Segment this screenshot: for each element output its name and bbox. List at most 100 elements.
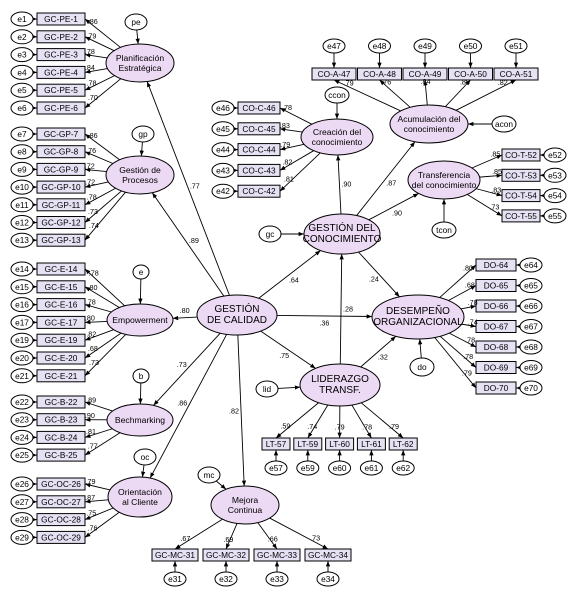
indicator-label: DO-65 <box>484 281 509 291</box>
loading-arrow <box>84 167 107 173</box>
error-label: e27 <box>15 497 29 507</box>
loading-arrow <box>439 335 477 368</box>
loading-value: .77 <box>88 442 98 451</box>
indicator-box <box>151 548 199 562</box>
loading-arrow <box>174 518 223 550</box>
loading-arrow <box>84 68 108 74</box>
indicator-box <box>36 12 86 26</box>
error-label: e12 <box>15 218 29 228</box>
error-label: e14 <box>15 264 29 274</box>
path-lid-dorg <box>360 335 397 368</box>
error-term <box>211 142 235 158</box>
indicator-box <box>36 216 86 229</box>
indicator-label: GC-MC-31 <box>155 550 195 560</box>
error-label: e19 <box>15 335 29 345</box>
path-gc_main-gcon <box>258 250 321 299</box>
indicator-label: CO-T-52 <box>505 150 537 160</box>
error-label: e61 <box>364 463 378 473</box>
latent-gp <box>105 155 175 195</box>
error-term <box>10 512 34 528</box>
loading-value: .78 <box>86 298 96 307</box>
loading-arrow <box>475 188 503 197</box>
indicator-box <box>448 67 493 81</box>
indicator-box <box>253 548 301 562</box>
loading-value: .78 <box>89 269 99 278</box>
loading-arrow <box>439 264 477 298</box>
error-label: e17 <box>15 317 29 327</box>
loading-arrow <box>84 507 114 521</box>
loading-value: .83 <box>280 121 290 130</box>
loading-arrow <box>84 329 114 341</box>
error-term <box>413 38 437 54</box>
indicator-box <box>36 495 86 509</box>
latent-label-pe: Estratégica <box>119 63 162 73</box>
disturbance-label-e: e <box>139 267 144 277</box>
path-gc_main-lid <box>260 330 316 369</box>
error-label: e3 <box>17 50 27 60</box>
loading-value: .78 <box>465 335 475 344</box>
indicator-label: GC-PE-2 <box>44 32 78 42</box>
error-label: e51 <box>509 41 523 51</box>
error-term <box>214 571 238 587</box>
indicator-label: GC-GP-11 <box>42 200 81 210</box>
indicator-box <box>475 258 517 272</box>
indicator-box <box>311 67 357 81</box>
loading-value: .74 <box>89 221 99 230</box>
error-term <box>519 380 543 396</box>
loading-value: .78 <box>85 47 95 56</box>
error-label: e69 <box>524 363 538 373</box>
error-label: e54 <box>548 191 562 201</box>
error-term <box>519 319 543 334</box>
indicator-label: CO-A-49 <box>409 69 442 79</box>
disturbance-label-ccon: ccon <box>328 90 346 100</box>
loading-value: .80 <box>463 264 473 273</box>
error-label: e46 <box>216 103 230 113</box>
path-coef-gcon-ac: .87 <box>386 178 396 187</box>
loading-value: .78 <box>86 78 96 87</box>
loading-value: .73 <box>88 207 98 216</box>
indicator-label: GC-PE-5 <box>44 85 78 95</box>
path-gcon-tc <box>368 193 419 221</box>
indicator-label: DO-66 <box>484 301 509 311</box>
indicator-box <box>36 448 86 462</box>
disturbance-label-tcon: tcon <box>436 225 452 235</box>
indicator-box <box>36 233 86 247</box>
error-label: e11 <box>15 200 29 210</box>
error-label: e49 <box>418 41 432 51</box>
indicator-box <box>501 189 541 203</box>
loading-arrow <box>84 286 120 308</box>
error-label: e43 <box>216 165 230 175</box>
error-term <box>543 167 567 183</box>
indicator-box <box>475 381 517 395</box>
error-term <box>10 279 34 295</box>
loading-arrow <box>279 150 314 171</box>
disturbance-label-mc: mc <box>203 470 214 480</box>
indicator-label: LT-61 <box>361 439 382 449</box>
loading-arrow <box>84 18 121 48</box>
error-label: e25 <box>15 450 29 460</box>
indicator-label: LT-59 <box>297 439 318 449</box>
error-term <box>163 571 187 587</box>
loading-arrow <box>84 78 122 109</box>
latent-label-lid: LIDERAZGO <box>311 374 369 385</box>
error-term <box>519 257 543 273</box>
loading-arrow <box>269 517 329 550</box>
indicator-box <box>237 101 281 115</box>
path-gc_main-dorg <box>276 314 373 319</box>
error-term <box>10 314 34 330</box>
loading-arrow <box>449 332 477 348</box>
disturbance-gp <box>131 125 155 143</box>
latent-label-gp: Procesos <box>122 175 158 185</box>
indicator-box <box>237 163 281 177</box>
error-term <box>519 278 543 293</box>
path-coef-gcon-dorg: .24 <box>369 275 379 284</box>
latent-label-gc_main: GESTIÓN <box>214 302 259 315</box>
latent-label-gcon: CONOCIMIENTO <box>303 234 382 245</box>
path-gcon-dorg <box>358 251 400 298</box>
latent-label-ac: conocimiento <box>404 124 455 134</box>
indicator-box <box>501 168 541 182</box>
loading-arrow <box>360 402 404 439</box>
disturbance-pe <box>124 13 148 31</box>
loading-arrow <box>84 181 109 189</box>
loading-arrow <box>84 53 108 59</box>
